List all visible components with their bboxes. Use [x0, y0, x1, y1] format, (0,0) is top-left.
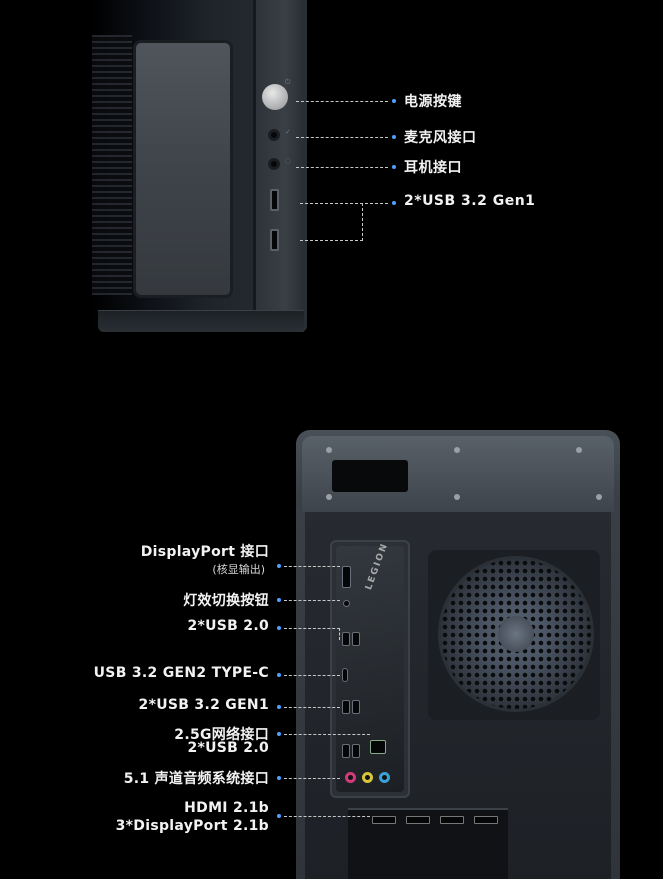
rear-displayport — [342, 566, 351, 588]
audio-jack-blue — [379, 772, 390, 783]
front-panel-divider — [253, 0, 256, 332]
rear-usb2-port — [352, 632, 360, 646]
screw — [596, 494, 602, 500]
ethernet-port — [370, 740, 386, 754]
callout-label-ethernet: 2.5G网络接口 — [174, 727, 269, 743]
audio-jack-pink — [345, 772, 356, 783]
callout-label-audio: 5.1 声道音频系统接口 — [123, 771, 269, 787]
screw — [326, 447, 332, 453]
callout-dot-displayport — [277, 564, 281, 568]
callout-dot-usb — [392, 201, 396, 205]
callout-dot-power — [392, 99, 396, 103]
rear-usb2-port — [342, 632, 350, 646]
callout-label-usb3: 2*USB 3.2 GEN1 — [138, 697, 269, 713]
front-glass-window — [133, 40, 233, 298]
callout-sublabel-displayport: (核显输出) — [212, 563, 265, 576]
callout-line-ethernet — [284, 734, 370, 735]
callout-line-usb2-drop — [339, 628, 340, 640]
front-side-grill — [92, 35, 132, 295]
rgb-toggle-button — [343, 600, 350, 607]
gpu-displayport — [406, 816, 430, 824]
callout-line-power — [296, 101, 388, 102]
callout-line-gpu — [284, 816, 370, 817]
rear-usb2-port-lower — [352, 744, 360, 758]
front-usb-port-1 — [270, 189, 279, 211]
callout-line-mic — [296, 137, 388, 138]
callout-line-usb-2 — [300, 240, 363, 241]
callout-line-usb-1 — [300, 203, 388, 204]
callout-line-headphone — [296, 167, 388, 168]
callout-label-usb2: 2*USB 2.0 — [187, 618, 269, 634]
callout-dot-audio — [277, 776, 281, 780]
headphone-jack — [268, 158, 280, 170]
callout-label-usb: 2*USB 3.2 Gen1 — [404, 193, 536, 209]
callout-line-usb-join — [362, 203, 363, 241]
callout-label-mic: 麦克风接口 — [404, 130, 477, 146]
callout-label-displayport: DisplayPort 接口 — [140, 544, 269, 560]
headphone-symbol-icon: ◌ — [285, 157, 292, 165]
callout-dot-rgb-toggle — [277, 598, 281, 602]
power-symbol-icon: ⏻ — [285, 78, 291, 86]
gpu-hdmi-port — [372, 816, 396, 824]
rear-usb3-port — [342, 700, 350, 714]
callout-line-audio — [284, 778, 340, 779]
power-button — [262, 84, 288, 110]
callout-dot-usb3 — [277, 705, 281, 709]
rear-usb2-port-lower — [342, 744, 350, 758]
callout-line-displayport — [284, 566, 340, 567]
rear-usb3-port — [352, 700, 360, 714]
screw — [326, 494, 332, 500]
screw — [454, 447, 460, 453]
callout-label-headphone: 耳机接口 — [404, 160, 462, 176]
rear-usb-c-port — [342, 668, 348, 682]
screw — [454, 494, 460, 500]
front-io-strip — [256, 0, 304, 332]
callout-dot-usb2 — [277, 626, 281, 630]
callout-line-usb2 — [284, 628, 340, 629]
callout-line-usb3 — [284, 707, 340, 708]
callout-label-usb2-lower: 2*USB 2.0 — [187, 740, 269, 756]
mic-jack — [268, 129, 280, 141]
callout-label-gpu-displayport: 3*DisplayPort 2.1b — [115, 818, 269, 834]
callout-line-usb-c — [284, 675, 340, 676]
screw — [576, 447, 582, 453]
callout-dot-usb-c — [277, 673, 281, 677]
audio-jack-yellow — [362, 772, 373, 783]
rear-fan-hub — [498, 616, 534, 652]
callout-dot-mic — [392, 135, 396, 139]
gpu-displayport — [474, 816, 498, 824]
front-panel-base — [98, 310, 304, 332]
callout-label-hdmi: HDMI 2.1b — [184, 800, 269, 816]
callout-dot-gpu — [277, 814, 281, 818]
callout-label-usb-c: USB 3.2 GEN2 TYPE-C — [93, 665, 269, 681]
callout-dot-headphone — [392, 165, 396, 169]
mic-symbol-icon: ✓ — [285, 128, 291, 136]
callout-dot-ethernet — [277, 732, 281, 736]
callout-label-power: 电源按键 — [404, 94, 462, 110]
callout-line-rgb-toggle — [284, 600, 340, 601]
callout-label-rgb-toggle: 灯效切换按钮 — [183, 593, 269, 609]
rear-top-slot — [332, 460, 408, 492]
front-usb-port-2 — [270, 229, 279, 251]
gpu-displayport — [440, 816, 464, 824]
